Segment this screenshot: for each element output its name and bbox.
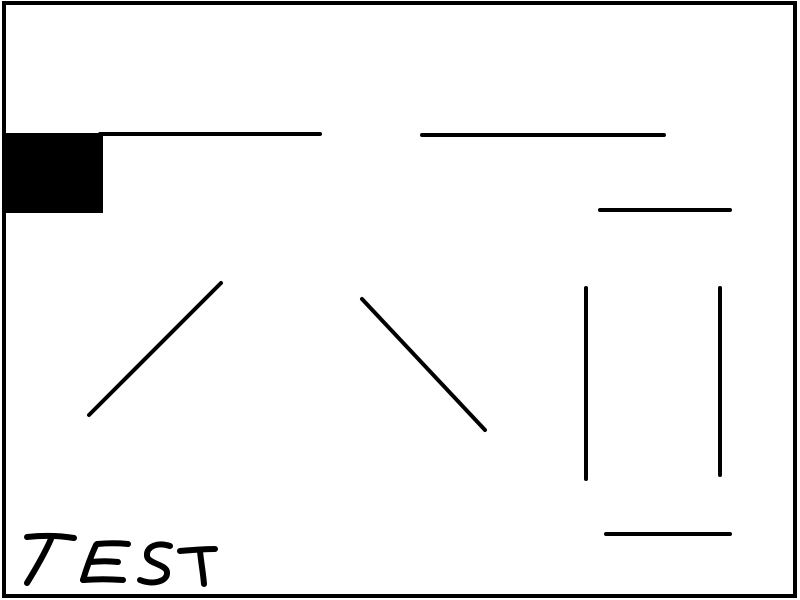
- letter-e-bottom: [80, 576, 126, 583]
- letter-s: [137, 541, 173, 586]
- diagonal-line-rising: [87, 281, 223, 417]
- letter-t-1-stroke: [24, 532, 77, 541]
- filled-square: [6, 133, 103, 213]
- letter-t-2-stem: [197, 548, 207, 587]
- diagonal-line-falling: [360, 297, 487, 432]
- letter-e-middle: [87, 558, 121, 565]
- handwritten-test-label: [24, 532, 218, 587]
- letter-e-top: [94, 540, 131, 547]
- letter-t-1-stem: [24, 536, 54, 586]
